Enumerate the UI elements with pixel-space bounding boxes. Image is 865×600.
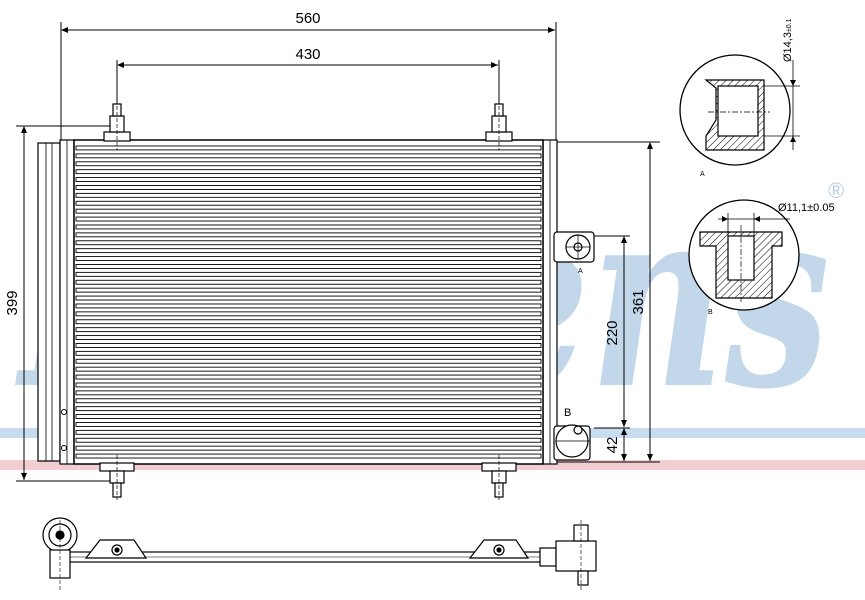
- core-tube: [75, 295, 542, 301]
- dimension-core-height-label: 361: [630, 289, 647, 314]
- core-tube: [75, 264, 542, 269]
- watermark-red-band: [0, 460, 865, 470]
- port-upper: [553, 231, 595, 263]
- dimension-overall-height-label: 399: [4, 290, 21, 315]
- core-tube: [75, 382, 542, 388]
- detail-b-diameter-label: Ø11,1±0.05: [778, 202, 835, 214]
- core-tube: [75, 319, 542, 325]
- core-tube: [75, 406, 542, 412]
- core-tube: [75, 169, 542, 175]
- bottom-mounting-pin-left: [99, 455, 135, 500]
- core-tube: [75, 358, 542, 364]
- core-tube: [75, 248, 542, 254]
- core-tube: [75, 429, 542, 435]
- core-tube: [75, 161, 542, 167]
- core-tube: [75, 208, 542, 214]
- dimension-mount-spacing-label: 430: [295, 46, 320, 63]
- port-lower-marker: B: [564, 407, 571, 419]
- core-tube: [75, 271, 542, 277]
- bottom-mounting-pin-right: [481, 455, 517, 500]
- core-tube: [75, 177, 542, 182]
- core-tube: [75, 350, 542, 356]
- core-tube: [75, 398, 542, 404]
- core-tube: [75, 232, 542, 238]
- core-tube: [75, 185, 542, 190]
- receiver-drier: [37, 142, 61, 462]
- core-tube: [75, 343, 542, 348]
- core-tube: [75, 145, 542, 151]
- dimension-port-spacing-label: 220: [604, 320, 621, 345]
- core-tube: [75, 311, 542, 317]
- dimension-port-spacing: [594, 235, 630, 463]
- top-mounting-pin-right: [485, 100, 513, 150]
- core-tube: [75, 335, 542, 340]
- core-tube: [75, 445, 542, 451]
- core-tube: [75, 327, 542, 333]
- core-tube: [75, 414, 542, 419]
- detail-b-marker: B: [708, 309, 713, 316]
- core-tube: [75, 216, 542, 222]
- core-tube: [75, 366, 542, 372]
- top-mounting-pin-left: [103, 100, 131, 150]
- core-tube: [75, 287, 542, 293]
- core-tube: [75, 224, 542, 230]
- side-view-fitting: [539, 547, 557, 567]
- core-tube: [75, 279, 542, 285]
- port-upper-marker: A: [578, 268, 583, 275]
- dimension-overall-width-label: 560: [295, 10, 320, 27]
- core-tube: [75, 192, 542, 198]
- watermark-registered-mark: ®: [828, 178, 844, 203]
- dimension-mount-spacing: [116, 60, 500, 105]
- core-tube: [75, 453, 542, 459]
- dimension-overall-height: [16, 125, 110, 482]
- condenser-core: [37, 139, 558, 465]
- port-lower: [553, 424, 591, 461]
- detail-a-marker: A: [700, 171, 705, 178]
- core-tube: [75, 256, 542, 261]
- detail-a-diameter-label: Ø14,3±0.1: [782, 18, 794, 62]
- core-tube: [75, 303, 542, 309]
- detail-a-view: [679, 54, 800, 166]
- core-tube: [75, 390, 542, 396]
- core-tube: [75, 240, 542, 246]
- core-tube: [75, 374, 542, 380]
- dimension-port-offset-label: 42: [604, 437, 621, 454]
- core-tube: [75, 200, 542, 206]
- core-tube: [75, 437, 542, 443]
- core-tube: [75, 153, 542, 159]
- core-fins: [75, 145, 542, 459]
- detail-b-view: [688, 199, 800, 311]
- core-tube: [75, 422, 542, 427]
- side-view: [42, 517, 597, 590]
- dimension-overall-width: [60, 22, 557, 140]
